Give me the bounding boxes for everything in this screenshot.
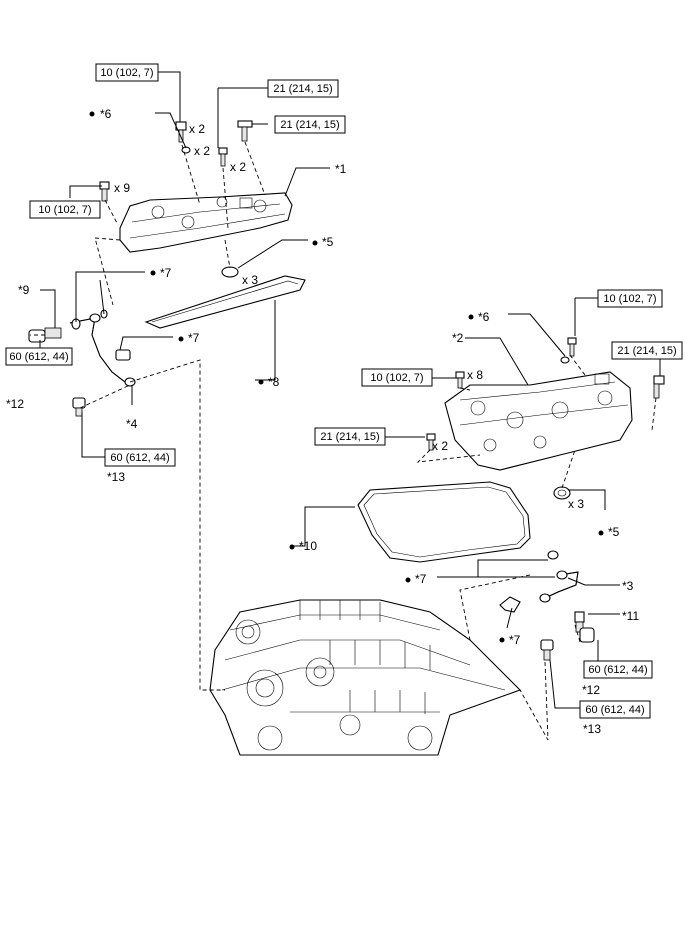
callout-12: *12 — [582, 683, 600, 697]
callout-10: *10 — [299, 539, 317, 553]
torque-value: 10 (102, 7) — [603, 293, 656, 305]
callout-13: *13 — [107, 470, 125, 484]
torque-value: 60 (612, 44) — [9, 351, 68, 363]
bolt-left-13 — [72, 397, 86, 417]
callout-12: *12 — [6, 397, 24, 411]
quantity-label: x 3 — [242, 273, 258, 287]
torque-value: 10 (102, 7) — [100, 67, 153, 79]
quantity-label: x 3 — [568, 497, 584, 511]
torque-spec-60-c: 60 (612, 44) — [583, 660, 653, 679]
cylinder-head-cover-rh — [426, 337, 665, 500]
quantity-label: x 2 — [230, 160, 246, 174]
callout-5: *5 — [322, 235, 334, 249]
quantity-label: x 2 — [432, 439, 448, 453]
callout-6: *6 — [478, 310, 490, 324]
single-use-part-markers — [89, 111, 604, 643]
torque-value: 21 (214, 15) — [617, 345, 676, 357]
cover-gasket-lh — [144, 275, 306, 329]
leader-lines — [39, 71, 661, 709]
torque-spec-21-d: 21 (214, 15) — [314, 427, 386, 446]
torque-spec-10-c: 10 (102, 7) — [597, 289, 663, 308]
callout-13: *13 — [583, 722, 601, 736]
callout-3: *3 — [622, 579, 634, 593]
callout-7: *7 — [188, 331, 200, 345]
callout-7: *7 — [415, 572, 427, 586]
torque-spec-60-a: 60 (612, 44) — [5, 347, 73, 366]
callout-8: *8 — [268, 375, 280, 389]
callout-1: *1 — [335, 162, 347, 176]
torque-value: 60 (612, 44) — [585, 704, 644, 716]
callout-5: *5 — [608, 525, 620, 539]
torque-spec-21-b: 21 (214, 15) — [274, 115, 346, 134]
torque-value: 60 (612, 44) — [110, 452, 169, 464]
cylinder-head-cover-lh — [119, 192, 293, 253]
torque-value: 21 (214, 15) — [320, 431, 379, 443]
cylinder-head-assembly — [209, 599, 522, 756]
quantity-label: x 2 — [194, 144, 210, 158]
callout-7: *7 — [509, 633, 521, 647]
torque-spec-60-b: 60 (612, 44) — [104, 448, 176, 467]
callout-6: *6 — [100, 107, 112, 121]
torque-value: 21 (214, 15) — [273, 83, 332, 95]
torque-value: 21 (214, 15) — [280, 119, 339, 131]
torque-value: 10 (102, 7) — [38, 204, 91, 216]
callout-7: *7 — [160, 266, 172, 280]
oil-pipe-lh — [69, 313, 136, 387]
torque-spec-10-d: 10 (102, 7) — [361, 368, 433, 387]
oil-pipe-rh — [499, 550, 595, 661]
quantity-label: x 2 — [189, 122, 205, 136]
torque-value: 60 (612, 44) — [588, 664, 647, 676]
torque-value: 10 (102, 7) — [370, 372, 423, 384]
union-bolt-left — [28, 309, 131, 361]
callout-9: *9 — [18, 283, 30, 297]
callout-4: *4 — [126, 417, 138, 431]
quantity-label: x 8 — [467, 368, 483, 382]
cover-gasket-rh — [357, 481, 531, 563]
quantity-label: x 9 — [114, 181, 130, 195]
torque-spec-60-d: 60 (612, 44) — [579, 700, 651, 719]
torque-spec-10-b: 10 (102, 7) — [29, 200, 101, 219]
torque-spec-21-c: 21 (214, 15) — [611, 341, 683, 360]
assembly-guide-lines — [30, 141, 657, 741]
torque-spec-21-a: 21 (214, 15) — [267, 79, 339, 98]
torque-spec-10-a: 10 (102, 7) — [95, 63, 159, 82]
callout-2: *2 — [452, 331, 464, 345]
callout-11: *11 — [622, 609, 639, 623]
